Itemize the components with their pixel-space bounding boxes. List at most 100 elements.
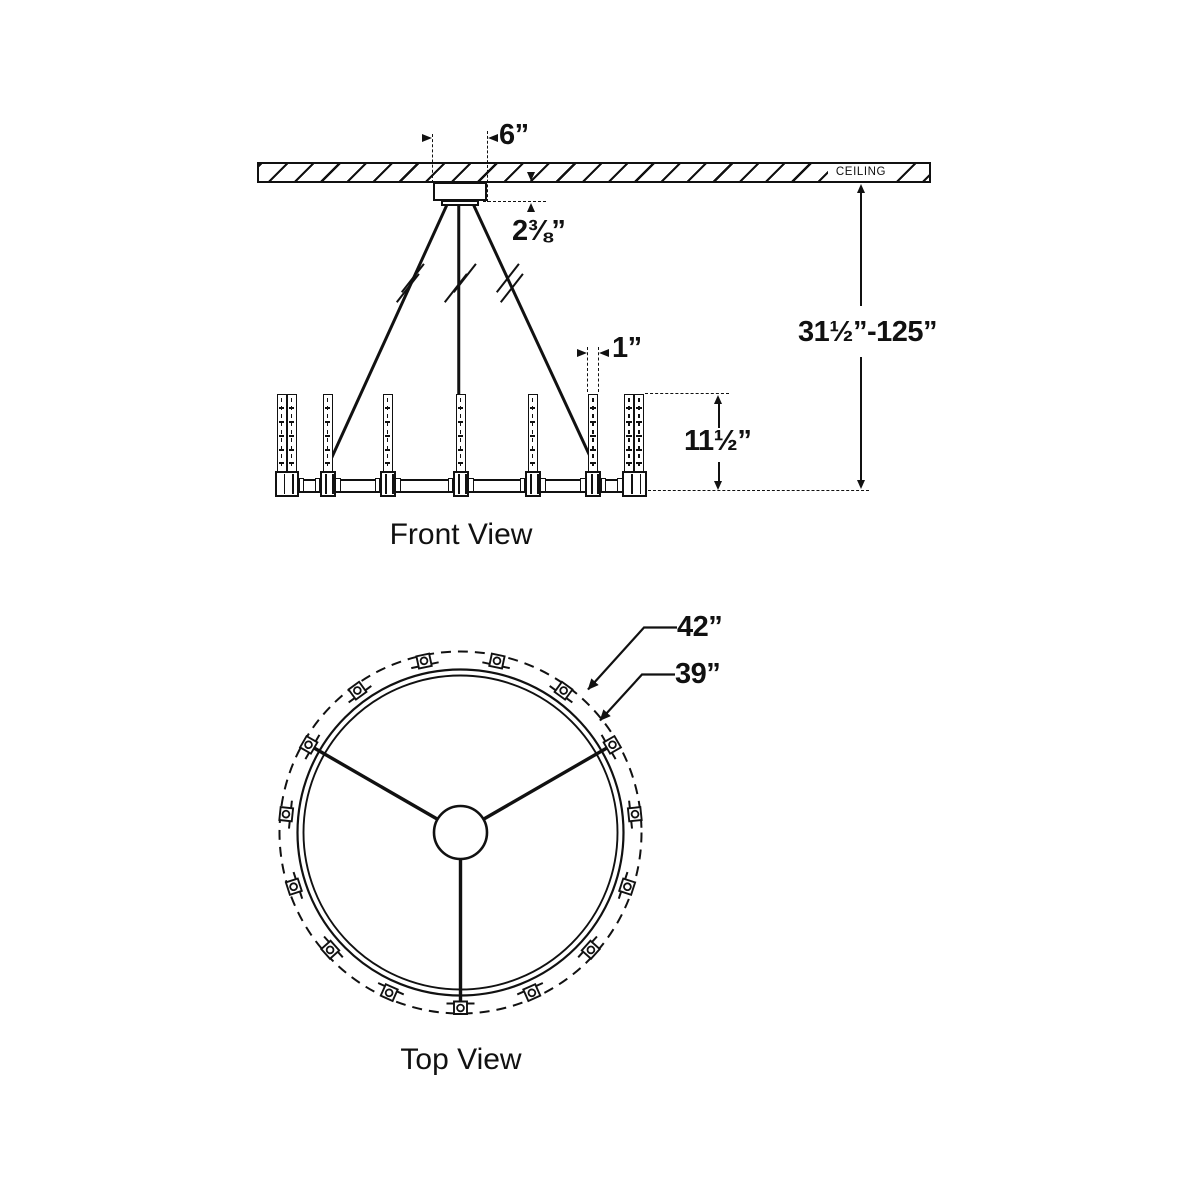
marker-candle-circle (325, 945, 335, 955)
marker-candle-circle (419, 656, 429, 666)
candle-tick (278, 462, 285, 464)
candle-marker (516, 982, 544, 1003)
candle (588, 394, 598, 472)
candle-tick (278, 407, 285, 409)
arrow-candle-left (576, 349, 587, 357)
candle-marker (284, 871, 304, 899)
candle-tick (590, 462, 596, 464)
candle (286, 394, 297, 472)
rod-break-slash (452, 263, 477, 294)
stem-body-top (717, 403, 720, 428)
candle-center-line (290, 398, 293, 468)
top-view-drawing (278, 626, 677, 1015)
spokes-group (312, 746, 609, 1003)
socket-detail-line (385, 474, 388, 494)
leader-42 (587, 626, 677, 691)
ext-line-canopy-drop (483, 201, 546, 202)
socket-detail-line (530, 474, 533, 494)
socket-detail-line (458, 474, 461, 494)
arrow-body-top (714, 395, 722, 404)
stem-suspension-bottom (860, 357, 863, 483)
rod-break-slash (495, 263, 520, 294)
dim-ring-diameter: 39” (675, 658, 721, 690)
candle (624, 394, 634, 472)
stem-suspension-top (860, 192, 863, 306)
candle-socket (319, 471, 336, 497)
candle-tick (626, 407, 632, 409)
candle-tick (457, 421, 464, 423)
candle-tick (626, 421, 632, 423)
arrow-canopy-right (488, 133, 498, 142)
marker-candle-circle (586, 945, 596, 955)
marker-candle-circle (527, 988, 537, 998)
marker-candle-circle (492, 656, 502, 666)
candle-tick (288, 421, 295, 423)
dim-suspension-range: 31½”-125” (798, 316, 938, 348)
outer-dashed-circle (278, 650, 643, 1015)
candle-tick (384, 449, 391, 451)
arrow-body-bottom (714, 481, 722, 490)
candle (634, 394, 644, 472)
arrow-canopy-drop-bottom (527, 203, 535, 212)
candle-tick (590, 407, 596, 409)
marker-candle-circle (608, 740, 617, 750)
candle-center-line (531, 398, 534, 468)
marker-candle-circle (304, 740, 313, 750)
candle-center-line (326, 398, 329, 468)
candle-tick (278, 449, 285, 451)
marker-candle-circle (281, 809, 291, 819)
candle-marker (278, 800, 295, 829)
socket-detail-line (631, 474, 633, 494)
candle (276, 394, 287, 472)
candle-center-line (638, 398, 640, 468)
candle-socket (585, 471, 601, 497)
candle-tick (636, 435, 642, 437)
rod-break-slash (400, 263, 425, 294)
candle-tick (324, 421, 331, 423)
candle-tick (636, 421, 642, 423)
candle-tick (590, 435, 596, 437)
leader-39 (599, 673, 675, 722)
arrow-suspension-bottom (857, 480, 865, 489)
socket-detail-line (331, 474, 334, 494)
suspension-rod-center (457, 205, 461, 396)
candle-tick (529, 407, 536, 409)
candle-socket (524, 471, 541, 497)
socket-detail-line (590, 474, 593, 494)
candle-tick (529, 449, 536, 451)
dim-outer-diameter: 42” (677, 611, 723, 643)
candle-center-line (628, 398, 630, 468)
socket-collar (600, 477, 606, 492)
candle-marker (446, 1000, 475, 1015)
socket-collar (395, 477, 401, 492)
candle-tick (636, 407, 642, 409)
candle-marker (626, 800, 643, 829)
candle-tick (636, 449, 642, 451)
candle-tick (626, 435, 632, 437)
candle (382, 394, 393, 472)
spoke (312, 746, 438, 821)
candle-tick (626, 449, 632, 451)
candle-tick (324, 407, 331, 409)
candle-socket (622, 471, 647, 497)
candle-marker (577, 935, 602, 961)
ceiling-band (257, 162, 931, 183)
candle-tick (457, 449, 464, 451)
candle-socket (452, 471, 469, 497)
front-view-title: Front View (389, 518, 533, 551)
ext-line-body-top (645, 393, 729, 394)
candle (527, 394, 538, 472)
candle-tick (529, 462, 536, 464)
arrow-canopy-left (422, 133, 432, 142)
candle-marker (347, 680, 372, 704)
candle-tick (457, 462, 464, 464)
candle-tick (288, 435, 295, 437)
socket-collar (540, 477, 546, 492)
candle-tick (626, 462, 632, 464)
candle-tick (288, 407, 295, 409)
marker-candle-circle (630, 809, 640, 819)
dim-candle-width: 1” (612, 332, 642, 364)
candle-center-line (386, 398, 389, 468)
socket-detail-line (639, 474, 642, 494)
